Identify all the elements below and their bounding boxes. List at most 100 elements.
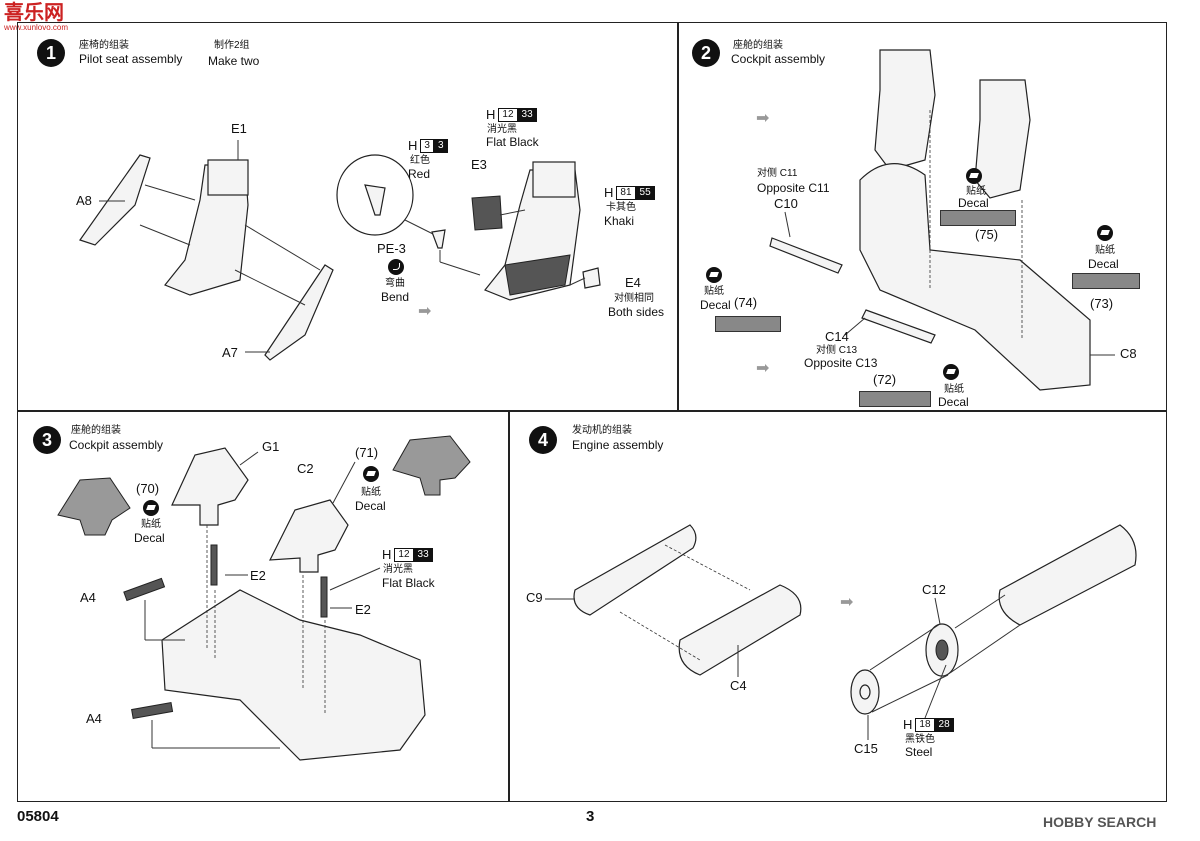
opposite-c11-cn: 对侧 C11 <box>757 168 798 179</box>
part-engine-tube <box>998 524 1137 626</box>
arrow-right-icon: ➡ <box>418 303 432 320</box>
h-prefix: H <box>408 138 418 153</box>
step4-number: 4 <box>529 426 557 454</box>
step4-title-en: Engine assembly <box>572 438 664 452</box>
decal-en: Decal <box>938 395 969 409</box>
step1-title-en: Pilot seat assembly <box>79 52 183 66</box>
code-box-dark: 3 <box>433 138 448 153</box>
step3-number: 3 <box>33 426 61 454</box>
decal-icon <box>143 500 159 516</box>
step1-number: 1 <box>37 39 65 67</box>
h-prefix: H <box>903 717 913 732</box>
part-seat-head <box>532 161 576 198</box>
footer-brand: HOBBY SEARCH <box>1043 814 1157 830</box>
decal-73: (73) <box>1090 296 1114 311</box>
part-e2-2 <box>320 576 328 618</box>
part-pe3-detail <box>364 184 386 216</box>
label-c12: C12 <box>922 582 946 597</box>
decal-70-preview <box>57 477 131 536</box>
part-pe3 <box>431 229 446 249</box>
step4-title-cn: 发动机的组装 <box>572 425 632 436</box>
code-box: 12 <box>394 547 414 562</box>
step1-make-cn: 制作2组 <box>214 40 250 51</box>
step2-title-en: Cockpit assembly <box>731 52 826 66</box>
label-c10: C10 <box>774 196 798 211</box>
label-pe3: PE-3 <box>377 241 406 256</box>
opposite-c13-en: Opposite C13 <box>804 356 878 370</box>
decal-cn: 贴纸 <box>1095 245 1115 256</box>
both-sides-en: Both sides <box>608 305 665 319</box>
step1-title-cn: 座椅的组装 <box>79 40 129 51</box>
decal-icon <box>966 168 982 184</box>
decal-70: (70) <box>136 481 160 496</box>
steel-cn: 黑铁色 <box>905 734 935 745</box>
decal-icon <box>706 267 722 283</box>
flat-black-cn: 消光黑 <box>487 124 517 135</box>
step3-title-cn: 座舱的组装 <box>71 425 121 436</box>
decal-icon <box>943 364 959 380</box>
steel-en: Steel <box>905 745 933 759</box>
decal-cn: 贴纸 <box>966 186 986 197</box>
step2-panel <box>677 22 1167 412</box>
opposite-c13-cn: 对侧 C13 <box>816 345 858 356</box>
part-a7 <box>264 264 334 361</box>
decal-75: (75) <box>975 227 999 242</box>
code-box: 12 <box>498 107 518 122</box>
red-cn: 红色 <box>410 155 430 166</box>
label-a7: A7 <box>222 345 238 360</box>
arrow-right-icon: ➡ <box>756 110 770 127</box>
decal-en: Decal <box>134 531 165 545</box>
footer-code: 05804 <box>17 808 59 825</box>
part-c15-center <box>859 684 871 700</box>
label-c2: C2 <box>297 461 314 476</box>
step2-number: 2 <box>692 39 720 67</box>
bend-icon <box>388 259 404 275</box>
part-c4 <box>678 584 802 676</box>
h-prefix: H <box>382 547 392 562</box>
decal-72: (72) <box>873 372 897 387</box>
red-en: Red <box>408 167 431 181</box>
code-box-dark: 28 <box>934 717 954 732</box>
label-e2-1: E2 <box>250 568 266 583</box>
part-e4 <box>582 267 601 289</box>
step1-make-en: Make two <box>208 54 260 68</box>
cockpit-tub <box>161 589 426 761</box>
part-g1 <box>171 447 249 526</box>
code-box-dark: 55 <box>635 185 655 200</box>
decal-cn: 贴纸 <box>361 487 381 498</box>
step3-title-en: Cockpit assembly <box>69 438 164 452</box>
label-c14: C14 <box>825 329 849 344</box>
decal-icon <box>1097 225 1113 241</box>
step2-title-cn: 座舱的组装 <box>733 40 783 51</box>
part-a4-2 <box>131 702 174 719</box>
opposite-c11-en: Opposite C11 <box>757 181 830 195</box>
label-e4: E4 <box>625 275 641 290</box>
label-e1: E1 <box>231 121 247 136</box>
label-a4-1: A4 <box>80 590 96 605</box>
label-c9: C9 <box>526 590 543 605</box>
part-c12-hub <box>935 639 949 661</box>
arrow-right-icon: ➡ <box>756 360 770 377</box>
decal-en: Decal <box>1088 257 1119 271</box>
decal-71-preview <box>392 435 471 496</box>
decal-sheet <box>940 210 1016 226</box>
decal-sheet <box>715 316 781 332</box>
step3-panel <box>17 410 510 802</box>
label-c8: C8 <box>1120 346 1137 361</box>
bend-cn: 弯曲 <box>385 278 405 289</box>
decal-sheet <box>1072 273 1140 289</box>
flat-black-cn: 消光黑 <box>383 564 413 575</box>
label-e2-2: E2 <box>355 602 371 617</box>
label-g1: G1 <box>262 439 280 454</box>
both-sides-cn: 对侧相同 <box>614 293 654 304</box>
decal-en: Decal <box>700 298 731 312</box>
seat-cushion <box>504 254 571 296</box>
khaki-en: Khaki <box>604 214 635 228</box>
footer-page: 3 <box>586 808 595 825</box>
